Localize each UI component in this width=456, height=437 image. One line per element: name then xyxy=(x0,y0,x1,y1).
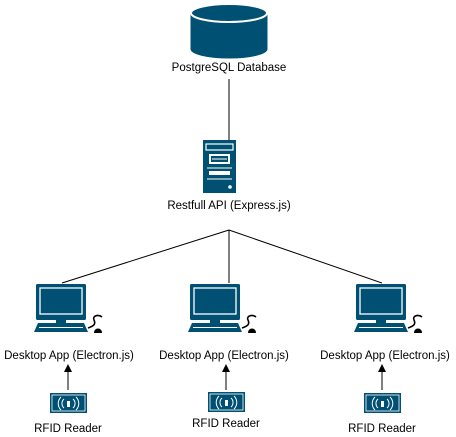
database-label: PostgreSQL Database xyxy=(171,62,287,74)
desktop-label-1: Desktop App (Electron.js) xyxy=(4,350,134,362)
server-tower-icon[interactable] xyxy=(203,140,236,193)
desktop-label-2: Desktop App (Electron.js) xyxy=(159,350,289,362)
rfid-reader-icon[interactable] xyxy=(208,392,245,412)
rfid-reader-icon[interactable] xyxy=(364,393,401,413)
rfid-reader-icon[interactable] xyxy=(50,393,87,413)
database-cylinder-icon[interactable] xyxy=(190,3,268,59)
desktop-computer-icon[interactable] xyxy=(34,284,103,333)
desktop-label-3: Desktop App (Electron.js) xyxy=(320,350,450,362)
rfid-label-2: RFID Reader xyxy=(192,418,260,430)
api-label: Restfull API (Express.js) xyxy=(167,200,291,212)
desktop-computer-icon[interactable] xyxy=(354,284,423,333)
rfid-label-1: RFID Reader xyxy=(34,423,102,435)
api-desktop3-connector xyxy=(228,229,383,284)
desktop-computer-icon[interactable] xyxy=(188,284,257,333)
rfid-label-3: RFID Reader xyxy=(348,423,416,435)
api-desktop1-connector xyxy=(61,229,230,284)
